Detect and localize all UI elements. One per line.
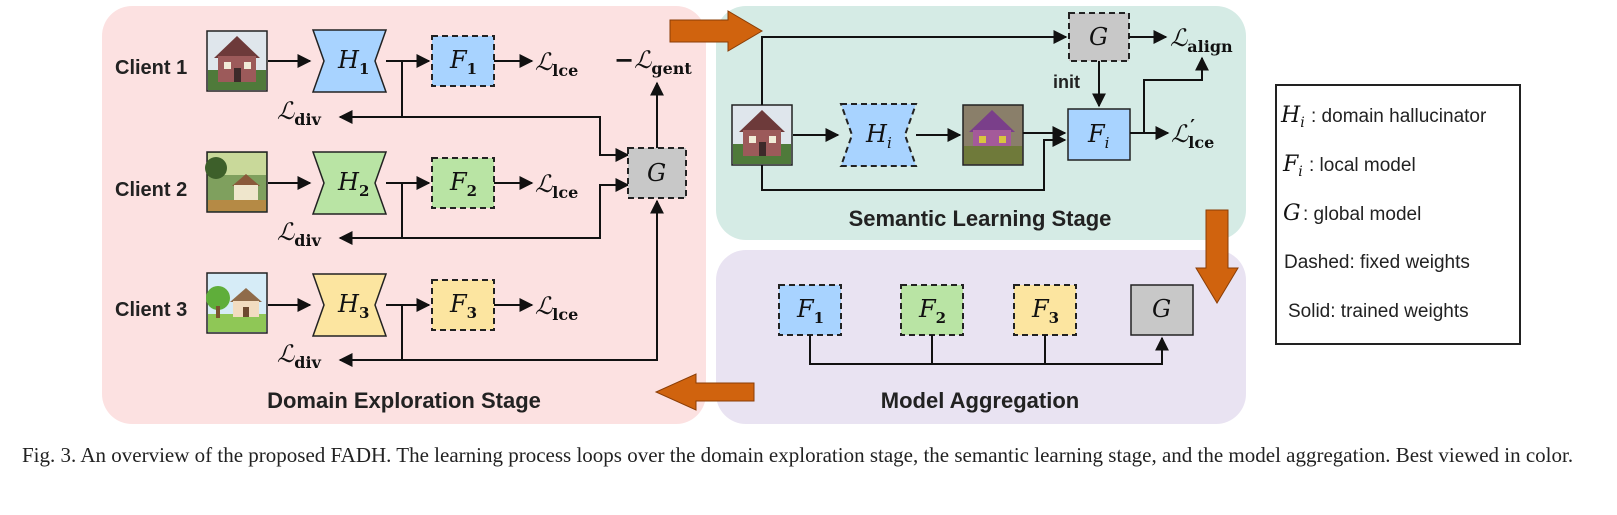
flow-arrow-to-semantic (669, 10, 763, 52)
legend-item-hallucinator: Hi : domain hallucinator (1280, 103, 1487, 131)
h1-label: H1 (337, 46, 369, 78)
client-2-image (205, 151, 268, 213)
aggregation-stage-title: Model Aggregation (881, 388, 1079, 413)
legend-item-dashed: Dashed: fixed weights (1284, 252, 1470, 273)
loss-div-client-2: ℒdiv (277, 218, 322, 250)
agg-f2-label: F2 (918, 295, 946, 327)
g-exploration-label: G (647, 159, 666, 187)
fi-label: Fi (1087, 120, 1110, 152)
client-3-image (206, 272, 268, 334)
client-3-flow-arrows (268, 199, 664, 367)
h2-label: H2 (337, 168, 369, 200)
loss-lce-client-3: ℒlce (535, 292, 578, 324)
svg-text:: global model: : global model (1303, 204, 1421, 225)
loss-div-client-1: ℒdiv (277, 97, 322, 129)
client-1-label: Client 1 (115, 57, 187, 79)
aggregation-arrows (809, 335, 1169, 365)
flow-arrow-to-exploration (654, 373, 755, 411)
agg-f1-label: F1 (796, 295, 824, 327)
loss-lce-client-2: ℒlce (535, 170, 578, 202)
figure-caption: Fig. 3. An overview of the proposed FADH… (22, 443, 1574, 467)
fadh-overview-figure: Client 1 Client 2 Client 3 H1 H2 H3 F1 (102, 6, 1521, 424)
local-model-f2 (431, 157, 495, 209)
loss-lce-prime: ℒlce′ (1171, 116, 1214, 152)
legend-item-global-model: G : global model (1283, 201, 1421, 226)
init-label: init (1053, 72, 1080, 92)
loss-lce-client-1: ℒlce (535, 48, 578, 80)
legend-item-solid: Solid: trained weights (1288, 301, 1469, 322)
semantic-stage-title: Semantic Learning Stage (849, 206, 1112, 231)
client-2-label: Client 2 (115, 179, 187, 201)
agg-g-label: G (1152, 295, 1171, 323)
hallucinated-image (962, 104, 1024, 166)
agg-f3-label: F3 (1031, 295, 1059, 327)
hallucinator-h3 (311, 273, 388, 337)
f2-label: F2 (449, 168, 477, 200)
svg-text:: domain hallucinator: : domain hallucinator (1311, 106, 1487, 127)
client-2-flow-arrows (268, 176, 630, 245)
f3-label: F3 (449, 290, 477, 322)
hallucinator-hi (839, 103, 918, 167)
f1-label: F1 (449, 46, 477, 78)
hallucinator-h1 (311, 29, 388, 93)
h3-label: H3 (337, 290, 369, 322)
client-3-label: Client 3 (115, 299, 187, 321)
hi-label: Hi (865, 120, 892, 152)
exploration-stage-title: Domain Exploration Stage (267, 388, 541, 413)
local-model-f1 (431, 35, 495, 87)
hallucinator-h2 (311, 151, 388, 215)
g-semantic-label: G (1089, 23, 1108, 51)
svg-text:G: G (1283, 201, 1301, 226)
aggregation-stage-panel (716, 250, 1246, 424)
legend-item-local-model: Fi : local model (1282, 152, 1416, 180)
global-model-g-exploration (627, 147, 687, 199)
client-1-image (206, 30, 268, 92)
semantic-flow-arrows (761, 30, 1209, 191)
client-1-flow-arrows (268, 54, 630, 162)
aggregation-g (1130, 284, 1194, 336)
local-model-fi (1067, 108, 1131, 161)
loss-align: ℒalign (1170, 24, 1233, 56)
aggregation-f1 (778, 284, 842, 336)
legend-box (1275, 84, 1521, 345)
svg-text:Fi: Fi (1282, 152, 1303, 180)
svg-text:Hi: Hi (1280, 103, 1305, 131)
flow-arrow-to-aggregation (1195, 209, 1239, 304)
svg-text:: local model: : local model (1309, 155, 1416, 176)
local-model-f3 (431, 279, 495, 331)
loss-gent: −ℒgent (614, 45, 692, 78)
semantic-input-image (731, 104, 793, 166)
loss-div-client-3: ℒdiv (277, 340, 322, 372)
